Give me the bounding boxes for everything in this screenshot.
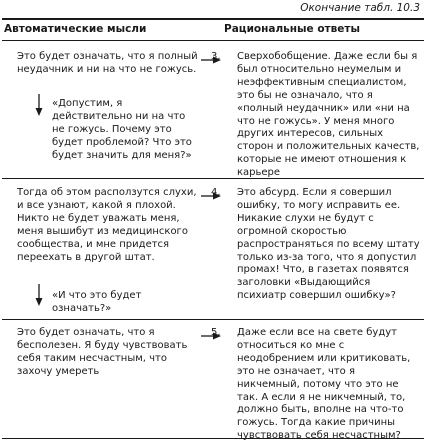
row-3-response-number: 3. xyxy=(211,51,221,62)
header-rule xyxy=(2,40,424,41)
row-rule xyxy=(2,319,424,320)
row-4-response-number: 4. xyxy=(211,187,221,198)
row-3-question: «Допустим, я действительно ни на что не … xyxy=(52,98,192,161)
header-automatic-thoughts: Автоматические мысли xyxy=(4,23,147,35)
right-arrow-icon xyxy=(201,332,221,340)
row-rule xyxy=(2,178,424,179)
row-5-number: 5. xyxy=(0,327,17,340)
down-arrow-icon xyxy=(35,284,43,306)
bottom-rule xyxy=(2,438,424,439)
down-arrow-icon xyxy=(35,94,43,116)
row-3-thought-text: Это будет означать, что я полный неудачн… xyxy=(17,51,198,75)
row-4-thought-text: Тогда об этом расползутся слухи, и все у… xyxy=(17,187,197,263)
row-4-response-text: Это абсурд. Если я совершил ошибку, то м… xyxy=(237,187,420,302)
header-rational-responses: Рациональные ответы xyxy=(224,23,360,35)
row-4-question: «И что это будет означать?» xyxy=(52,290,142,314)
row-5-response-text: Даже если все на свете будут относиться … xyxy=(237,327,411,442)
row-4-response: 4. Это абсурд. Если я совершил ошибку, то… xyxy=(211,187,420,303)
table-caption: Окончание табл. 10.3 xyxy=(300,2,420,14)
row-5-thought-text: Это будет означать, что я бесполезен. Я … xyxy=(17,327,188,377)
row-3-response: 3. Сверхобобщение. Даже если бы я был отн… xyxy=(211,51,420,180)
row-5-thought: 5.Это будет означать, что я бесполезен. … xyxy=(0,327,204,379)
row-3-response-text: Сверхобобщение. Даже если бы я был относ… xyxy=(237,51,420,179)
row-4-thought: 4.Тогда об этом расползутся слухи, и все… xyxy=(0,187,204,264)
right-arrow-icon xyxy=(201,192,221,200)
top-rule xyxy=(2,18,424,20)
row-5-response-number: 5. xyxy=(211,327,221,338)
row-4-number: 4. xyxy=(0,187,17,200)
row-3-thought: 3.Это будет означать, что я полный неуда… xyxy=(0,51,204,77)
row-3-number: 3. xyxy=(0,51,17,64)
row-5-response: 5. Даже если все на свете будут относитьс… xyxy=(211,327,420,443)
right-arrow-icon xyxy=(201,56,221,64)
